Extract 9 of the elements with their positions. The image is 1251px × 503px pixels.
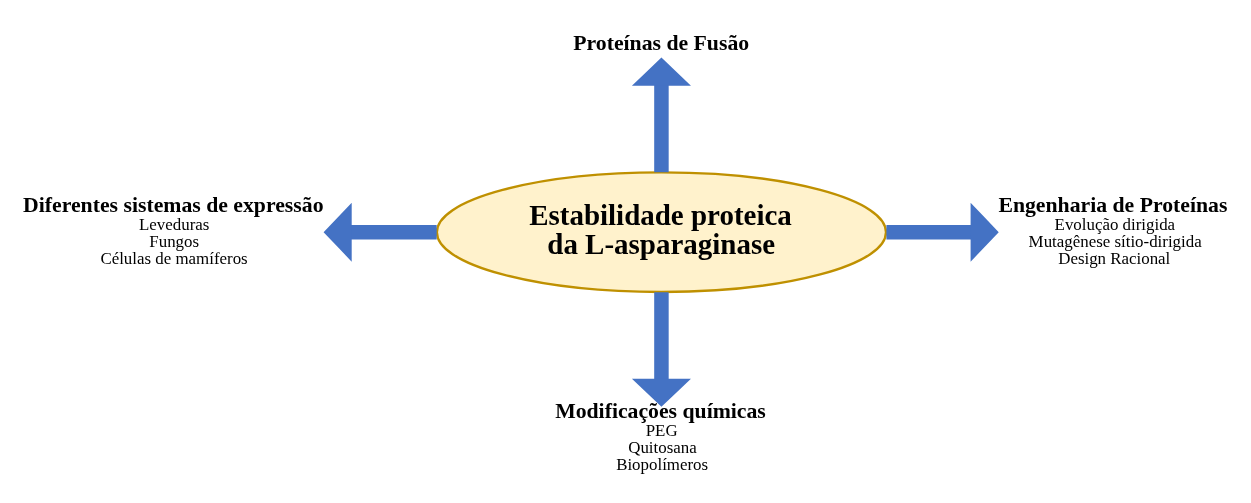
node-ellipse: Estabilidade proteica da L-asparaginase (435, 171, 888, 294)
node-text: Proteínas de Fusão (573, 30, 750, 55)
arrow (631, 57, 691, 173)
arrow (631, 292, 691, 407)
node-text: Engenharia de Proteínas Evolução dirigida Mutagênese sítio-dirigida Design Racional (998, 193, 1228, 268)
arrow (323, 202, 437, 262)
arrow (886, 202, 999, 262)
node-text: Diferentes sistemas de expressão Leveduras Fungos Células de mamíferos (23, 193, 324, 268)
node-text: Modificações químicas PEG Quitosana Biopolímeros (555, 399, 766, 474)
